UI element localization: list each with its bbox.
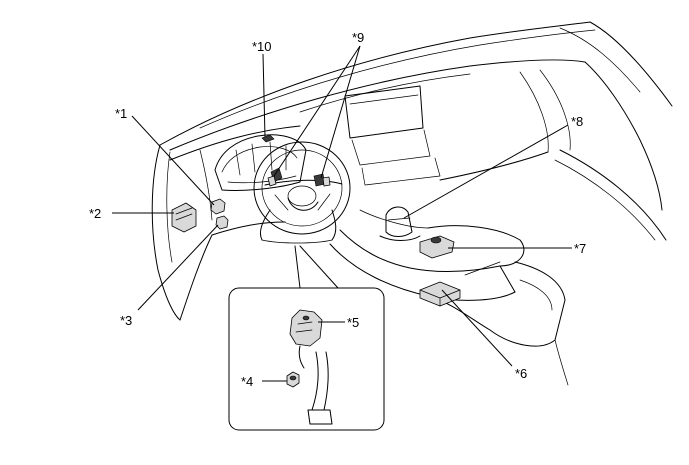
combination-meter bbox=[214, 134, 307, 191]
callout-10: *10 bbox=[252, 39, 272, 54]
callout-9: *9 bbox=[352, 30, 364, 45]
leader-line-1 bbox=[131, 115, 215, 206]
callout-1: *1 bbox=[115, 106, 127, 121]
leader-line-3 bbox=[137, 224, 219, 311]
callout-3: *3 bbox=[120, 313, 132, 328]
callout-8: *8 bbox=[571, 114, 583, 129]
callout-4: *4 bbox=[241, 374, 253, 389]
callout-7: *7 bbox=[574, 241, 586, 256]
callout-6: *6 bbox=[515, 366, 527, 381]
leader-line-10 bbox=[262, 53, 266, 138]
steering-wheel bbox=[253, 141, 351, 244]
dashboard-outline bbox=[151, 21, 673, 321]
callout-5: *5 bbox=[347, 315, 359, 330]
callout-2: *2 bbox=[89, 206, 101, 221]
callout-labels: *1 *2 *3 *4 *5 *6 *7 *8 *9 *10 bbox=[89, 30, 586, 389]
inset-box bbox=[228, 245, 385, 431]
leader-lines bbox=[112, 45, 572, 382]
leader-line-9a bbox=[273, 45, 361, 177]
left-side-parts bbox=[171, 198, 229, 233]
leader-line-8 bbox=[403, 124, 569, 219]
leader-line-6 bbox=[441, 289, 513, 367]
center-console bbox=[329, 206, 569, 386]
leader-line-9b bbox=[320, 45, 361, 179]
